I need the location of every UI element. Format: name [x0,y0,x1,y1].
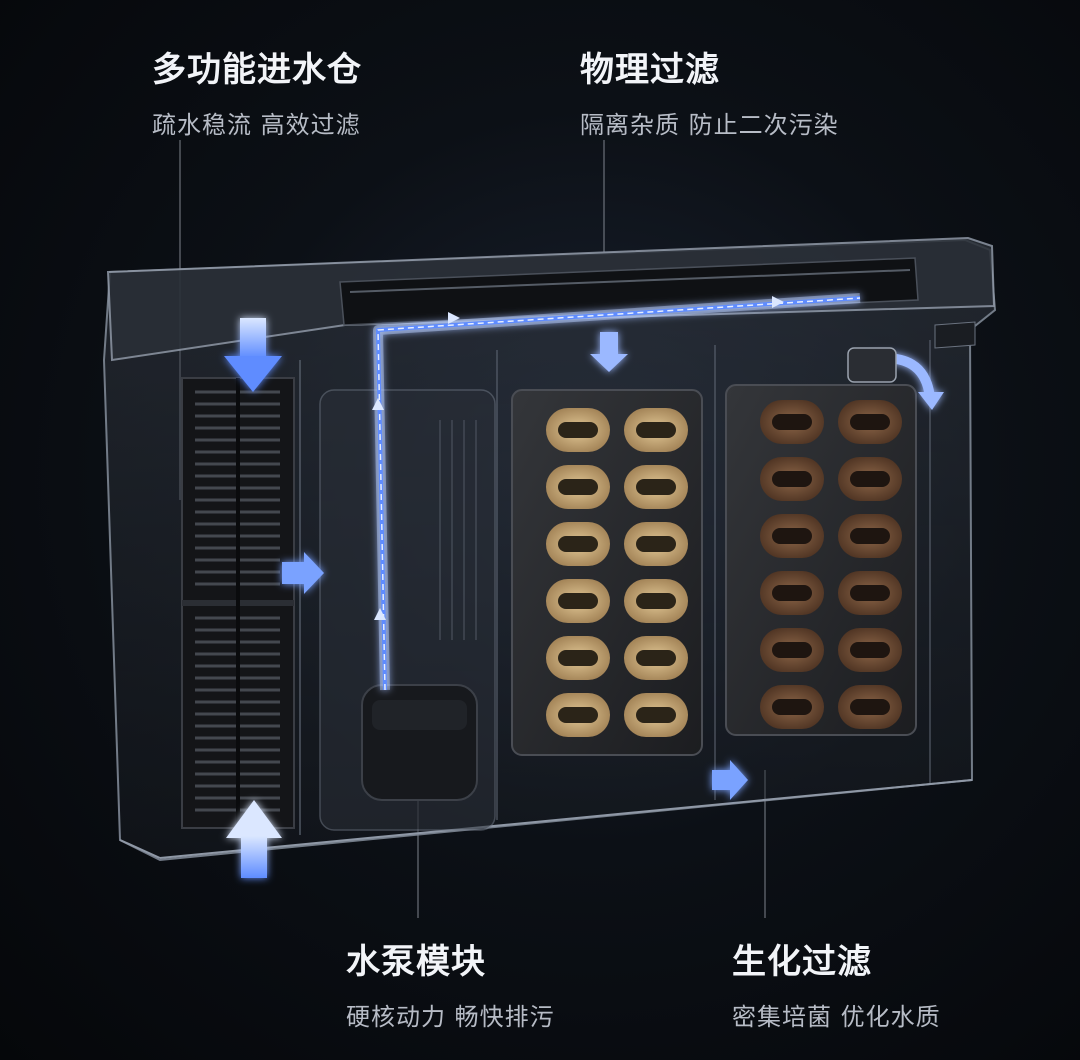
physical-media-ring-hole [636,707,676,723]
label-bio-filtration: 生化过滤 密集培菌 优化水质 [732,934,941,1032]
arrow-up-inlet [226,800,282,878]
arrow-right-bio [712,760,748,800]
physical-media-ring-hole [636,593,676,609]
inlet-subtitle: 疏水稳流 高效过滤 [152,111,361,139]
physical-media-ring-hole [636,650,676,666]
physical-media-ring-hole [558,479,598,495]
label-inlet-chamber: 多功能进水仓 疏水稳流 高效过滤 [152,42,362,140]
bio-media-ring-hole [850,642,890,658]
inlet-title: 多功能进水仓 [152,50,362,90]
label-pump-module: 水泵模块 硬核动力 畅快排污 [346,934,555,1032]
physical-media-ring-hole [636,536,676,552]
physical-media-ring-hole [636,422,676,438]
physical-media-ring-hole [558,593,598,609]
water-flow-path [373,293,861,691]
bio-media-ring-hole [772,699,812,715]
bio-media-ring-hole [772,585,812,601]
flow-chevrons [372,296,784,620]
physical-media-ring-hole [636,479,676,495]
pump-title: 水泵模块 [346,942,486,982]
physical-title: 物理过滤 [580,50,720,90]
arrow-right-pump [282,552,324,594]
arrow-down-physical [590,332,628,372]
bio-media-ring-hole [850,699,890,715]
physical-filter-media [546,408,688,737]
physical-media-ring-hole [558,422,598,438]
bio-media-ring-hole [772,414,812,430]
bio-media-ring-hole [772,471,812,487]
bio-media-ring-hole [850,414,890,430]
physical-media-ring-hole [558,536,598,552]
bio-media-ring-hole [850,585,890,601]
pump-subtitle: 硬核动力 畅快排污 [346,1003,555,1031]
bio-media-ring-hole [772,642,812,658]
physical-subtitle: 隔离杂质 防止二次污染 [580,111,839,139]
flow-arrows [224,318,944,878]
label-physical-filtration: 物理过滤 隔离杂质 防止二次污染 [580,42,839,140]
bio-media-ring-hole [850,528,890,544]
bio-media-ring-hole [850,471,890,487]
bio-subtitle: 密集培菌 优化水质 [732,1003,941,1031]
pump-chamber [319,389,496,831]
inlet-chamber-module [181,377,295,829]
arrow-down-inlet [224,318,282,392]
physical-media-ring-hole [558,707,598,723]
outlet-nozzle [847,347,897,383]
bio-media-ring-hole [772,528,812,544]
bio-filter-media [760,400,902,729]
bio-title: 生化过滤 [732,942,872,982]
physical-media-ring-hole [558,650,598,666]
